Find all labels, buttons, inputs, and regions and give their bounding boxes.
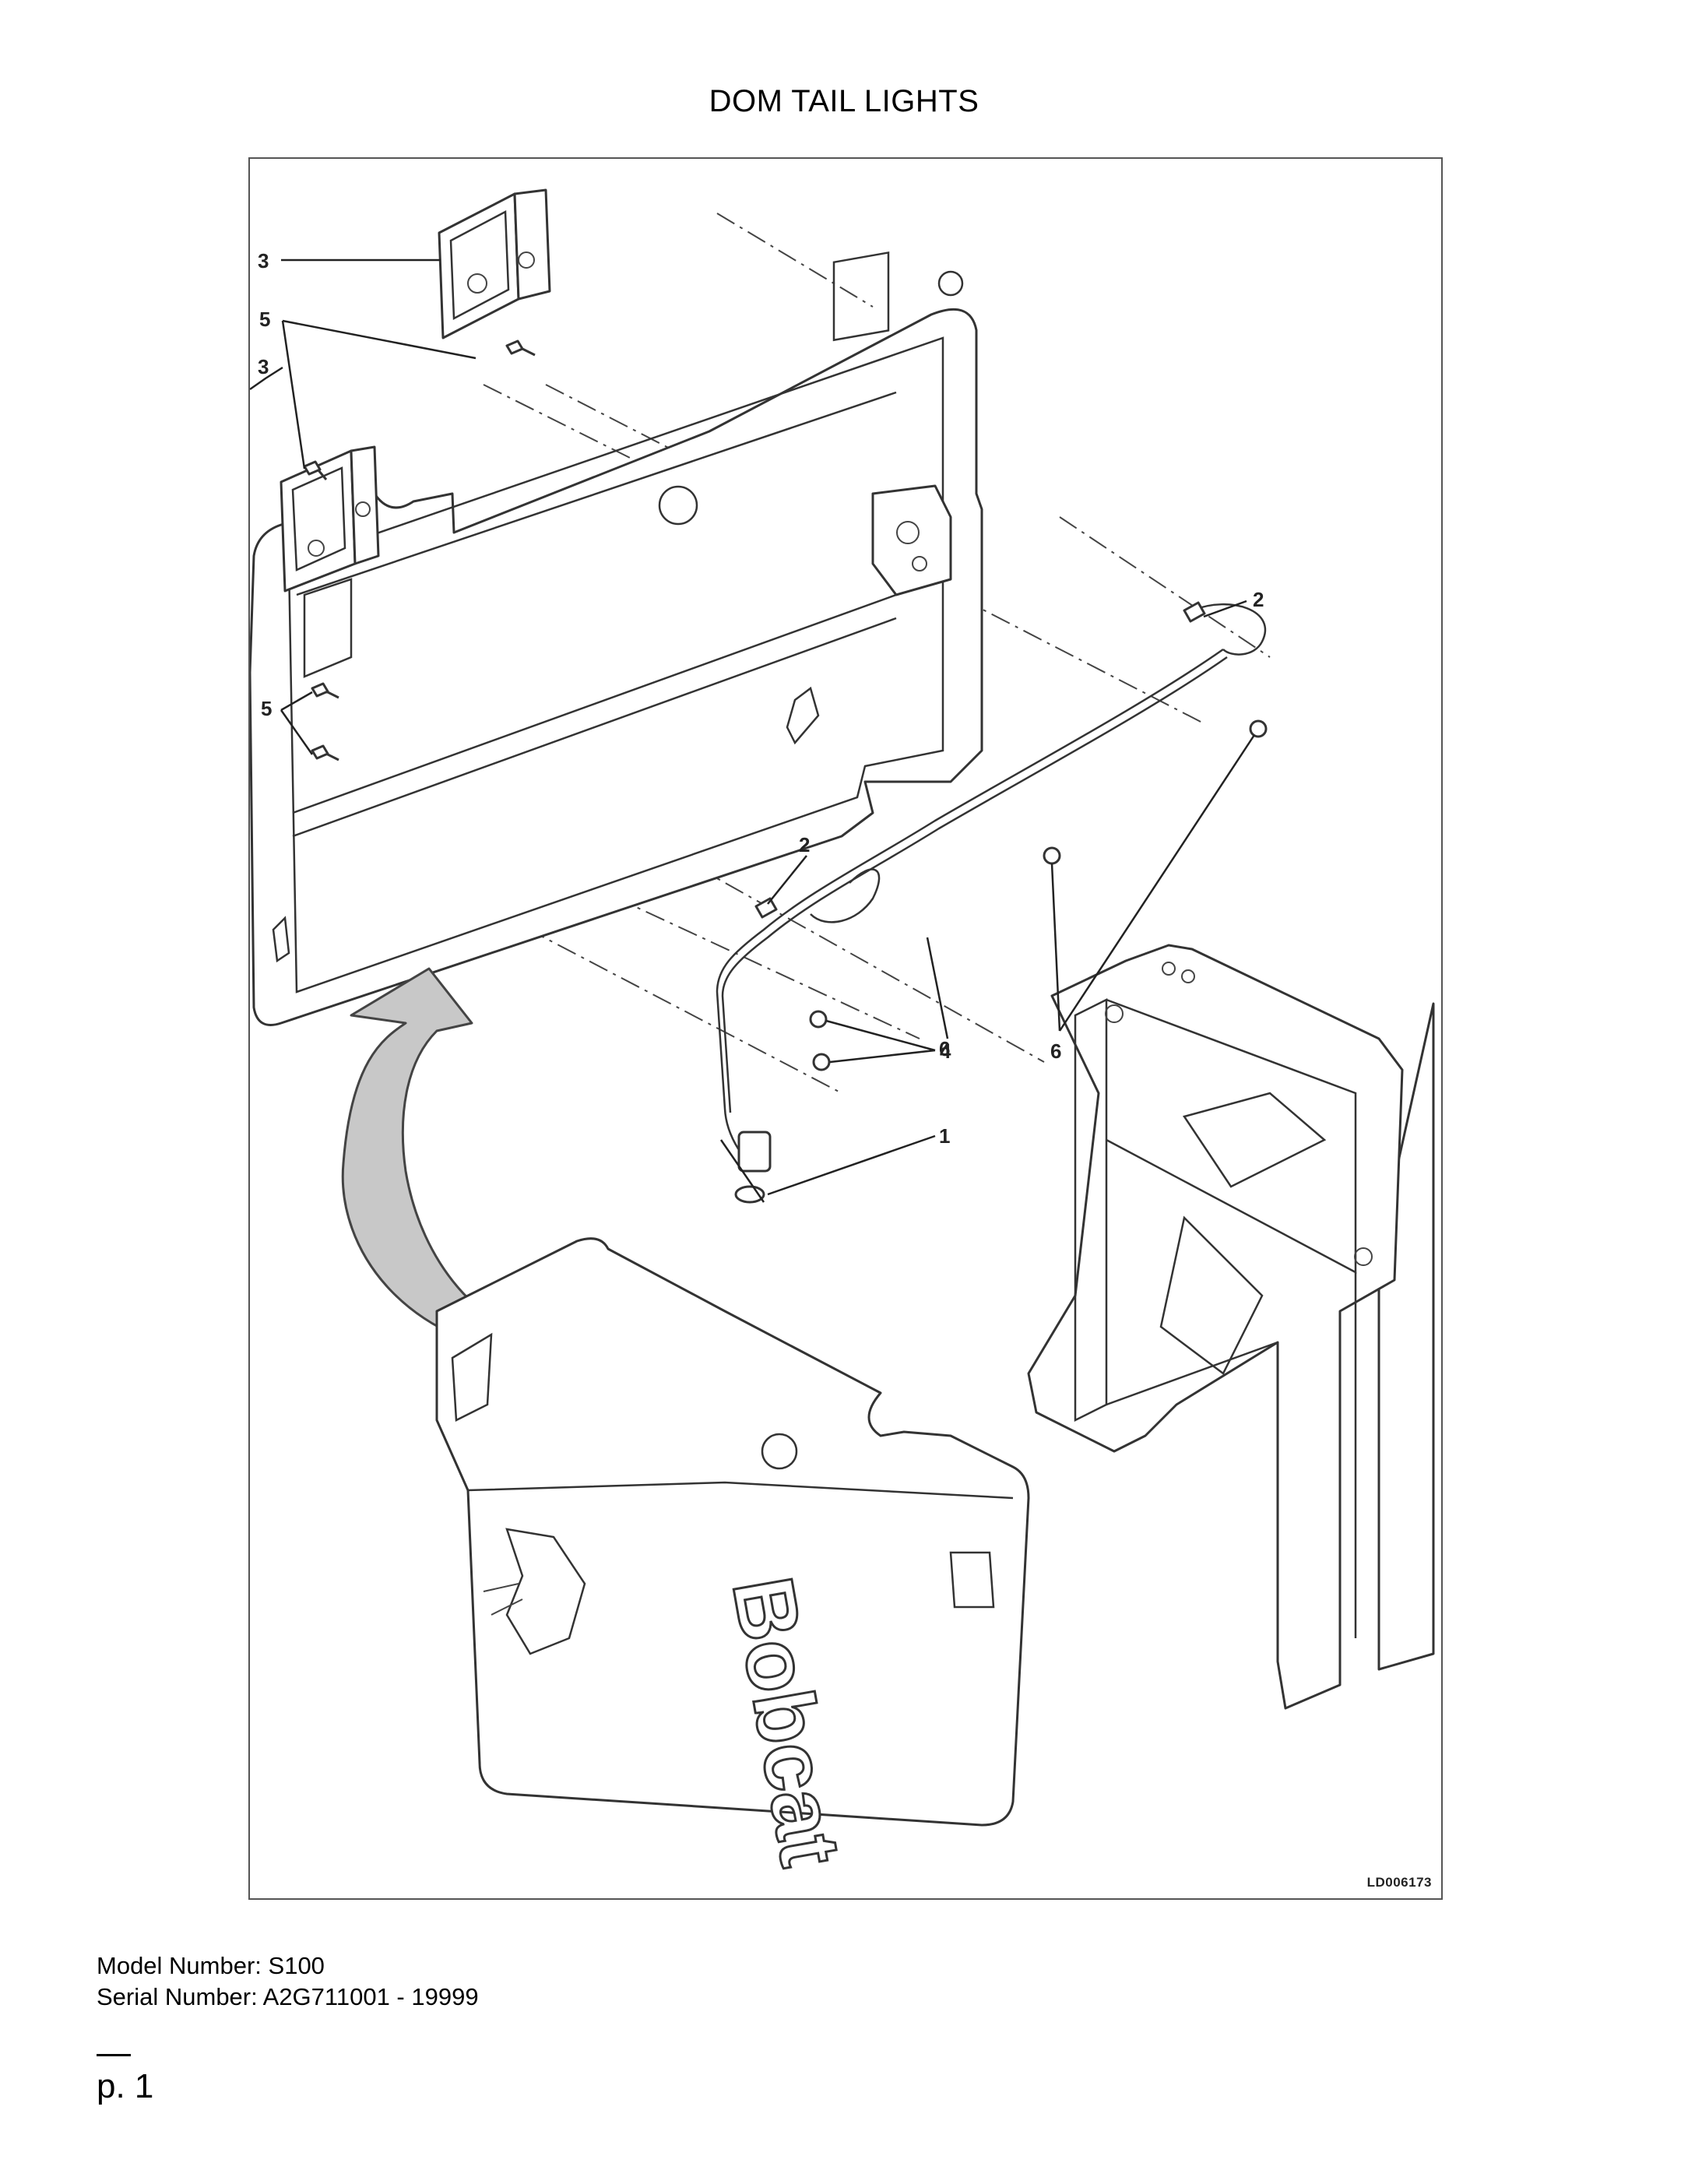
callout-6-upper: 6: [1050, 1039, 1061, 1063]
diagram-frame: 3 5 3 5 2 2 4 6 6 1 Bobcat LD006173: [248, 157, 1443, 1900]
callout-6-lower: 6: [939, 1037, 950, 1060]
model-info: Model Number: S100 Serial Number: A2G711…: [97, 1950, 479, 2013]
callout-5-lower: 5: [261, 697, 272, 720]
callout-3-lower: 3: [258, 355, 269, 378]
machine-frame: [1027, 944, 1435, 1710]
serial-number: Serial Number: A2G711001 - 19999: [97, 1983, 479, 2010]
callout-leaders: [250, 258, 1256, 1203]
tail-light-lower: [280, 445, 380, 593]
callout-3-upper: 3: [258, 249, 269, 273]
nuts: [809, 719, 1268, 1071]
callout-5-upper: 5: [259, 308, 270, 331]
rear-door-panel: [435, 1237, 1030, 1827]
callout-4: 4: [940, 1039, 951, 1063]
exploded-parts-diagram: 3 5 3 5 2 2 4 6 6 1 Bobcat: [250, 188, 1435, 1874]
page-number: p. 1: [97, 2067, 154, 2105]
page-title: DOM TAIL LIGHTS: [709, 84, 979, 118]
callout-2-right: 2: [1253, 588, 1264, 611]
model-number: Model Number: S100: [97, 1952, 325, 1979]
callout-2-left: 2: [799, 833, 810, 856]
bolt-fasteners: [303, 339, 536, 761]
callout-1: 1: [939, 1124, 950, 1148]
tail-light-upper: [438, 188, 551, 339]
hinge-bracket: [871, 484, 952, 596]
figure-code: LD006173: [1366, 1875, 1432, 1890]
bulb-sockets: [754, 601, 1206, 919]
rear-door-frame: [250, 251, 983, 1026]
page-divider: [97, 2054, 131, 2056]
